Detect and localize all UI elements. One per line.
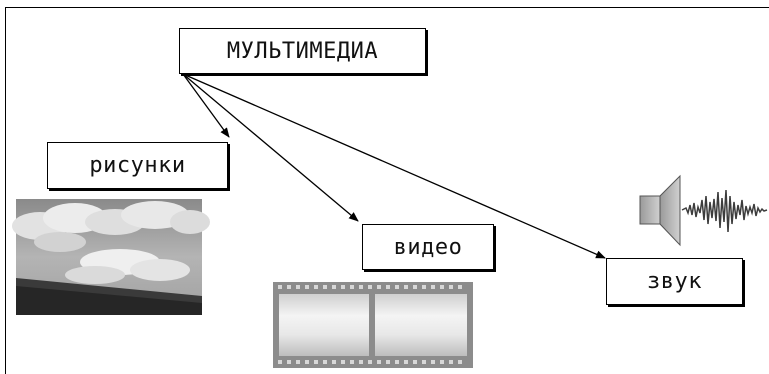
child-node-label: рисунки bbox=[89, 153, 186, 178]
child-node-label: видео bbox=[393, 234, 463, 260]
root-node-label: МУЛЬТИМЕДИА bbox=[226, 38, 379, 64]
connector-arrows bbox=[182, 73, 606, 259]
arrow-to-sound bbox=[182, 73, 606, 259]
arrow-to-images bbox=[182, 73, 230, 138]
film-strip-icon bbox=[273, 282, 473, 368]
child-node-sound: звук bbox=[606, 258, 743, 305]
slide-frame bbox=[5, 7, 769, 374]
root-node-multimedia: МУЛЬТИМЕДИА bbox=[179, 28, 426, 74]
child-node-video: видео bbox=[362, 224, 494, 270]
child-node-label: звук bbox=[647, 269, 702, 294]
speaker-waveform-icon bbox=[639, 174, 768, 247]
landscape-photo-icon bbox=[12, 199, 210, 315]
child-node-images: рисунки bbox=[47, 142, 228, 189]
arrow-to-video bbox=[182, 73, 359, 222]
